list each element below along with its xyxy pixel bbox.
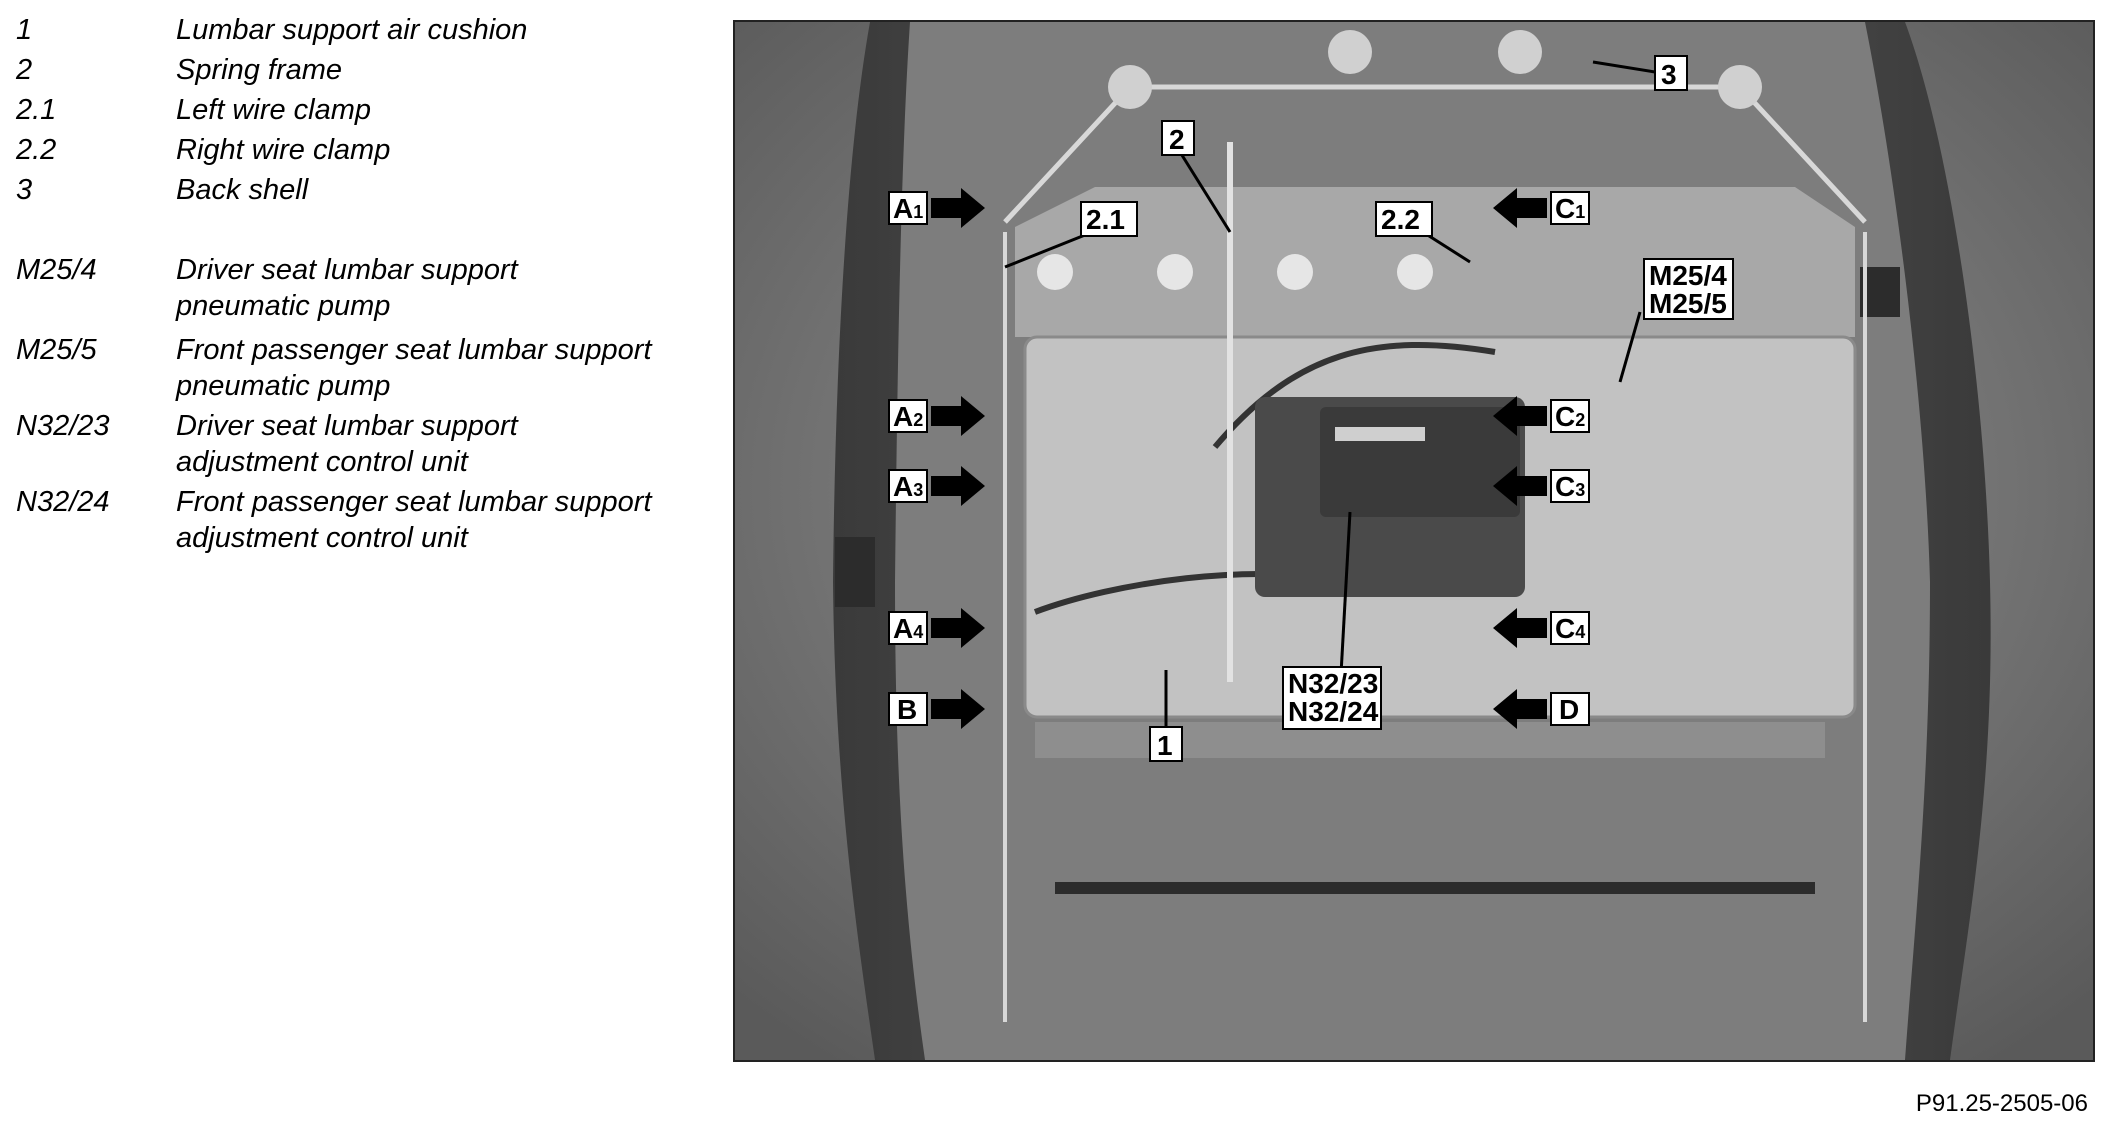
- legend-key: 2.2: [16, 134, 57, 166]
- seat-backrest-photo: 3 2 2.1 2.2 M25/4 M25/5 N32/23 N32/24 1 …: [733, 20, 2095, 1062]
- arrow-c1-sub: 1: [1575, 202, 1585, 222]
- callout-m25-box: [1643, 258, 1734, 320]
- callout-2-1-box: [1080, 201, 1138, 237]
- arrow-c2-sub: 2: [1575, 410, 1585, 430]
- svg-text:C2: C2: [1555, 401, 1585, 432]
- legend-text: Spring frame: [176, 54, 343, 86]
- legend-text: Front passenger seat lumbar support pneu…: [176, 334, 652, 402]
- arrow-a2-letter: A: [893, 401, 913, 432]
- legend-text: Right wire clamp: [176, 134, 391, 166]
- legend-text: Lumbar support air cushion: [176, 14, 528, 46]
- callout-2-box: [1161, 120, 1195, 156]
- control-unit-label-plate: [1320, 407, 1520, 517]
- spring-mount: [1108, 65, 1152, 109]
- arrow-a2: A2: [888, 396, 985, 436]
- svg-text:C3: C3: [1555, 471, 1585, 502]
- callout-m25-4: M25/4: [1649, 260, 1727, 291]
- legend-key: 2: [16, 54, 33, 86]
- callout-1-box: [1149, 726, 1183, 762]
- arrow-d: D: [1493, 689, 1590, 729]
- svg-text:A3: A3: [893, 471, 923, 502]
- left-side-clip: [835, 537, 875, 607]
- arrow-a4-sub: 4: [913, 622, 923, 642]
- svg-text:A2: A2: [893, 401, 923, 432]
- arrow-c4: C4: [1493, 608, 1590, 648]
- callout-n32-box: [1282, 666, 1382, 730]
- arrow-c4-letter: C: [1555, 613, 1575, 644]
- figure-id: P91.25-2505-06: [1915, 1090, 2088, 1117]
- legend-key: N32/24: [16, 486, 110, 518]
- callout-2-2: 2.2: [1381, 204, 1420, 235]
- spring-mount: [1718, 65, 1762, 109]
- svg-text:C1: C1: [1555, 193, 1585, 224]
- callout-n32-24: N32/24: [1288, 696, 1379, 727]
- legend-key: N32/23: [16, 410, 110, 442]
- arrow-b-label: B: [897, 694, 917, 725]
- arrow-c3-sub: 3: [1575, 480, 1585, 500]
- arrow-c2-letter: C: [1555, 401, 1575, 432]
- arrow-a1-letter: A: [893, 193, 913, 224]
- callout-2-2-box: [1375, 201, 1433, 237]
- legend-text: Left wire clamp: [176, 94, 372, 126]
- arrow-c1: C1: [1493, 188, 1590, 228]
- arrow-a3-letter: A: [893, 471, 913, 502]
- air-line: [1212, 342, 1496, 449]
- spring-mount: [1328, 30, 1372, 74]
- arrow-c1-letter: C: [1555, 193, 1575, 224]
- callout-n32-23: N32/23: [1288, 668, 1378, 699]
- callout-3-box: [1654, 55, 1688, 91]
- legend-key: M25/4: [16, 254, 97, 286]
- callout-2-1: 2.1: [1086, 204, 1125, 235]
- callout-3: 3: [1661, 59, 1677, 90]
- arrow-a3-sub: 3: [913, 480, 923, 500]
- callout-1: 1: [1157, 730, 1173, 761]
- svg-text:A1: A1: [893, 193, 923, 224]
- spring-frame-wire: [1003, 84, 1867, 224]
- arrow-b: B: [888, 689, 985, 729]
- arrow-a3: A3: [888, 466, 985, 506]
- legend-key: M25/5: [16, 334, 97, 366]
- arrow-c3: C3: [1493, 466, 1590, 506]
- arrow-a4-letter: A: [893, 613, 913, 644]
- callout-2: 2: [1169, 124, 1185, 155]
- callout-m25-5: M25/5: [1649, 288, 1727, 319]
- arrow-a1: A1: [888, 188, 985, 228]
- legend-text: Driver seat lumbar support adjustment co…: [176, 410, 518, 478]
- legend-text: Front passenger seat lumbar support adju…: [176, 486, 652, 554]
- svg-text:A4: A4: [893, 613, 923, 644]
- arrow-c4-sub: 4: [1575, 622, 1585, 642]
- legend-key: 1: [16, 14, 33, 46]
- arrow-c2: C2: [1493, 396, 1590, 436]
- legend-key: 2.1: [16, 94, 57, 126]
- arrow-a4: A4: [888, 608, 985, 648]
- photo-illustration: 3 2 2.1 2.2 M25/4 M25/5 N32/23 N32/24 1 …: [735, 22, 2093, 1060]
- arrow-c3-letter: C: [1555, 471, 1575, 502]
- legend-key: 3: [16, 174, 33, 206]
- svg-text:C4: C4: [1555, 613, 1585, 644]
- legend-text: Driver seat lumbar support pneumatic pum…: [176, 254, 518, 322]
- arrow-a2-sub: 2: [913, 410, 923, 430]
- arrow-d-label: D: [1559, 694, 1579, 725]
- arrow-a1-sub: 1: [913, 202, 923, 222]
- spring-mount: [1498, 30, 1542, 74]
- legend-text: Back shell: [176, 174, 309, 206]
